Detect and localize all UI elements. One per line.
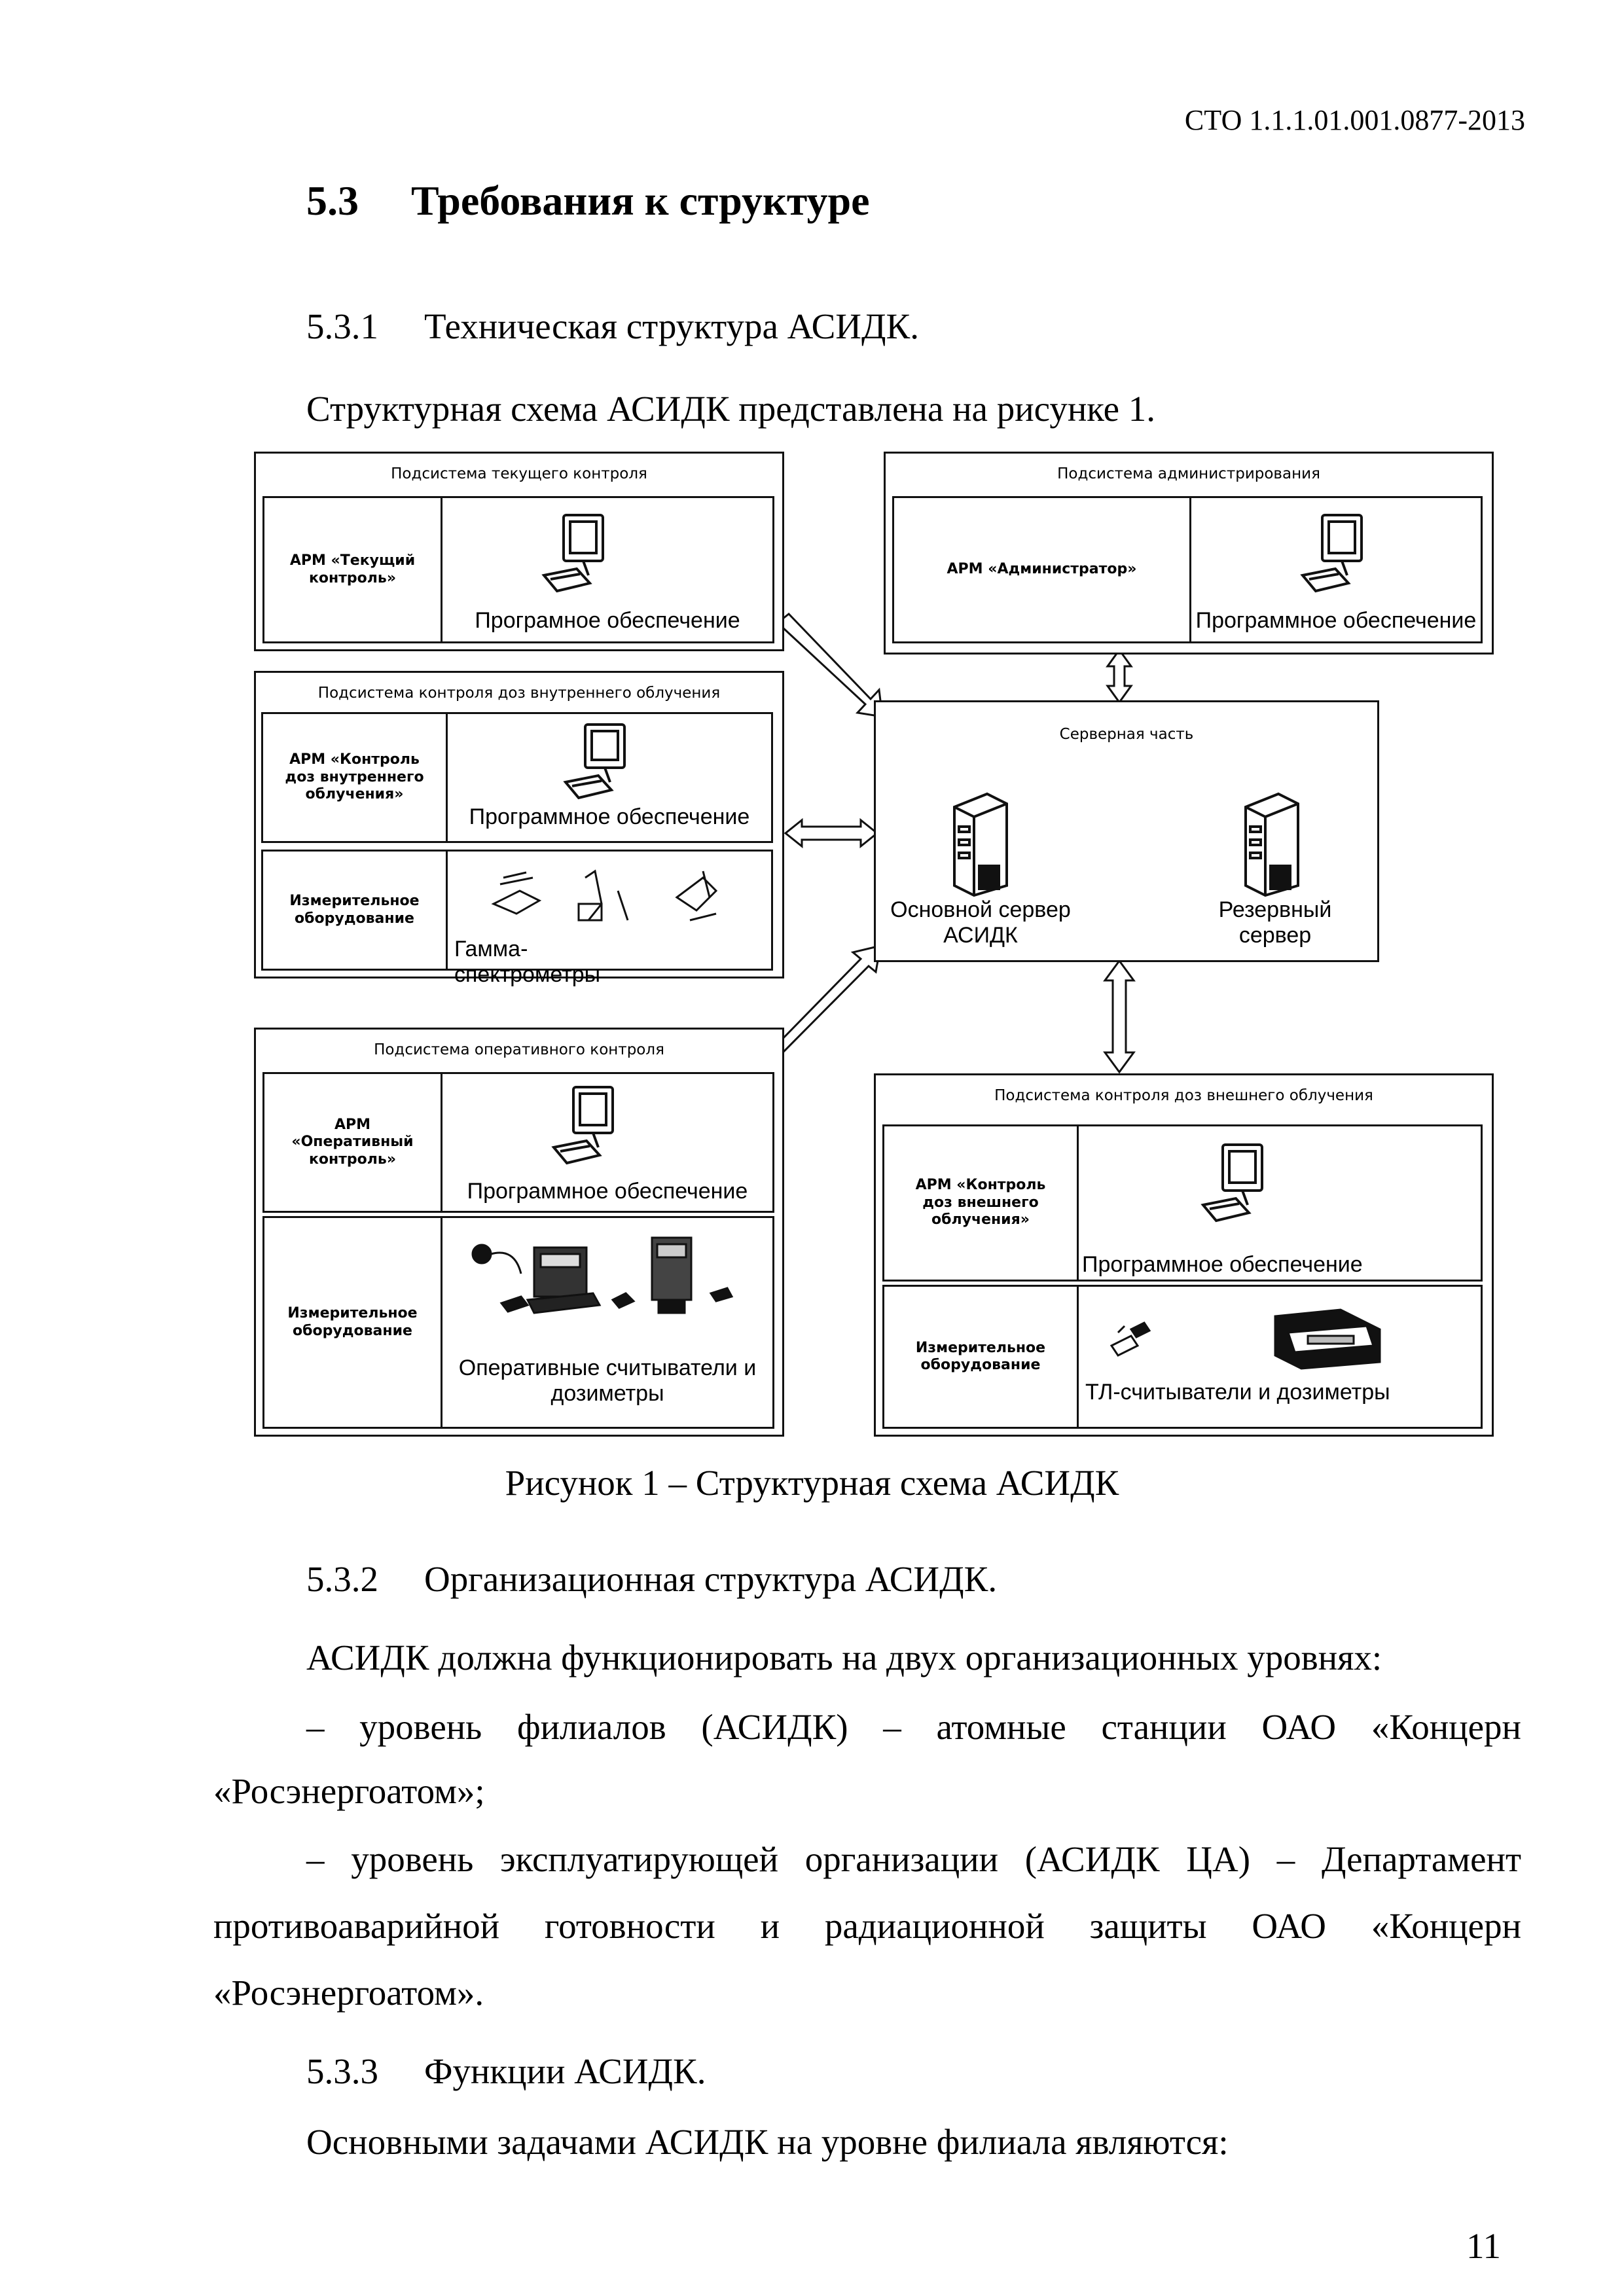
arm-cell: АРМ «Контроль доз внешнего облучения» [882, 1124, 1079, 1282]
section-heading: 5.3 Требования к структуре [306, 177, 869, 225]
software-caption: Программное обеспечение [467, 1179, 748, 1204]
equipment-caption: Оперативные считыватели и дозиметры [458, 1355, 757, 1407]
intro-paragraph: Структурная схема АСИДК представлена на … [306, 389, 1156, 429]
equipment-cell: Оперативные считыватели и дозиметры [441, 1216, 774, 1429]
backup-server-caption: Резервный сервер [1218, 897, 1332, 948]
page-number: 11 [1466, 2226, 1501, 2266]
arrow-current-to-server [774, 612, 884, 718]
subsection-title: Техническая структура АСИДК. [424, 306, 919, 346]
software-cell: Программное обеспечение [1077, 1124, 1483, 1282]
equipment-label: Измерительное оборудование [289, 893, 420, 927]
subsection-number: 5.3.1 [306, 306, 378, 346]
subsection-title: Организационная структура АСИДК. [424, 1559, 998, 1599]
workstation-icon [551, 1086, 614, 1165]
tasks-paragraph: Основными задачами АСИДК на уровне филиа… [306, 2122, 1229, 2162]
arm-label: АРМ «Контроль доз внутреннего облучения» [285, 751, 424, 803]
equipment-label-cell: Измерительное оборудование [261, 850, 448, 971]
arm-cell: АРМ «Контроль доз внутреннего облучения» [261, 712, 448, 843]
equipment-caption: ТЛ-считыватели и дозиметры [1085, 1380, 1390, 1405]
levels-paragraph: АСИДК должна функционировать на двух орг… [306, 1638, 1382, 1677]
document-code: СТО 1.1.1.01.001.0877-2013 [1184, 104, 1525, 136]
software-caption: Программное обеспечение [469, 804, 750, 829]
equipment-label-cell: Измерительное оборудование [262, 1216, 442, 1429]
arm-label: АРМ «Контроль доз внешнего облучения» [915, 1177, 1046, 1229]
main-server-caption: Основной сервер АСИДК [890, 897, 1071, 948]
equipment-label-cell: Измерительное оборудование [882, 1285, 1079, 1429]
arm-cell: АРМ «Текущий контроль» [262, 496, 442, 643]
arrow-server-external [1103, 959, 1136, 1074]
arm-label: АРМ «Текущий контроль» [289, 552, 416, 586]
list-item-2-line-3: «Росэнергоатом». [213, 1973, 484, 2013]
subsystem-internal-dose: Подсистема контроля доз внутреннего облу… [254, 671, 784, 987]
software-cell: Программное обеспечение [441, 1072, 774, 1213]
backup-server-icon [1244, 792, 1299, 897]
section-title: Требования к структуре [411, 177, 870, 224]
subsystem-title: Подсистема администрирования [1057, 465, 1320, 482]
main-server-icon [953, 792, 1008, 897]
workstation-icon [541, 514, 604, 593]
subsystem-current-control: Подсистема текущего контроля АРМ «Текущи… [254, 452, 784, 651]
workstation-icon [563, 723, 626, 800]
figure-caption: Рисунок 1 – Структурная схема АСИДК [505, 1463, 1119, 1503]
equipment-label: Измерительное оборудование [287, 1305, 418, 1339]
equipment-cell: Гамма-спектрометры [446, 850, 773, 987]
arrow-admin-server [1106, 648, 1133, 704]
subsection-number: 5.3.2 [306, 1559, 378, 1599]
arrow-internal-server [784, 817, 879, 849]
gamma-spectrometer-icons [491, 869, 718, 922]
subsystem-title: Подсистема контроля доз внутреннего облу… [317, 685, 721, 702]
workstation-icon [1300, 514, 1363, 593]
subsystem-title: Подсистема контроля доз внешнего облучен… [994, 1087, 1373, 1104]
equipment-caption: Гамма-спектрометры [454, 937, 601, 988]
workstation-icon [1200, 1143, 1263, 1223]
arrow-operative-to-server [774, 944, 882, 1054]
subsection-number: 5.3.3 [306, 2051, 378, 2091]
list-item-2-line-1: – уровень эксплуатирующей организации (А… [306, 1839, 1521, 1879]
arm-cell: АРМ «Оперативный контроль» [262, 1072, 442, 1213]
software-caption: Программное обеспечение [1082, 1252, 1363, 1277]
equipment-label: Измерительное оборудование [915, 1339, 1046, 1373]
structure-diagram: Подсистема текущего контроля АРМ «Текущи… [242, 452, 1519, 1446]
list-item-2-line-2: противоаварийной готовности и радиационн… [213, 1906, 1521, 1946]
arm-label: АРМ «Администратор» [947, 561, 1137, 578]
equipment-cell: ТЛ-считыватели и дозиметры [1077, 1285, 1483, 1429]
subsystem-administration: Подсистема администрирования АРМ «Админи… [884, 452, 1494, 655]
software-cell: Программное обеспечение [446, 712, 773, 843]
subsystem-external-dose: Подсистема контроля доз внешнего облучен… [874, 1073, 1494, 1437]
server-part: Серверная часть Основной сервер АСИДК [874, 700, 1379, 962]
operative-readers-icons [471, 1236, 734, 1314]
server-part-title: Серверная часть [1059, 726, 1194, 743]
software-caption: Программное обеспечение [1195, 608, 1477, 633]
subsection-title: Функции АСИДК. [424, 2051, 706, 2091]
software-caption: Програмное обеспечение [475, 608, 740, 633]
list-item-1-line-1: – уровень филиалов (АСИДК) – атомные ста… [306, 1707, 1521, 1747]
tl-readers-icons [1110, 1308, 1381, 1370]
subsection-533: 5.3.3 Функции АСИДК. [306, 2050, 706, 2093]
software-cell: Програмное обеспечение [441, 496, 774, 643]
subsection-531: 5.3.1 Техническая структура АСИДК. [306, 305, 919, 348]
software-cell: Программное обеспечение [1189, 496, 1483, 643]
subsystem-title: Подсистема текущего контроля [391, 465, 647, 482]
section-number: 5.3 [306, 177, 359, 224]
subsystem-operative-control: Подсистема оперативного контроля АРМ «Оп… [254, 1028, 784, 1437]
list-item-1-line-2: «Росэнергоатом»; [213, 1771, 485, 1811]
subsection-532: 5.3.2 Организационная структура АСИДК. [306, 1558, 997, 1601]
arm-cell: АРМ «Администратор» [892, 496, 1191, 643]
subsystem-title: Подсистема оперативного контроля [374, 1041, 664, 1058]
arm-label: АРМ «Оперативный контроль» [291, 1116, 414, 1168]
